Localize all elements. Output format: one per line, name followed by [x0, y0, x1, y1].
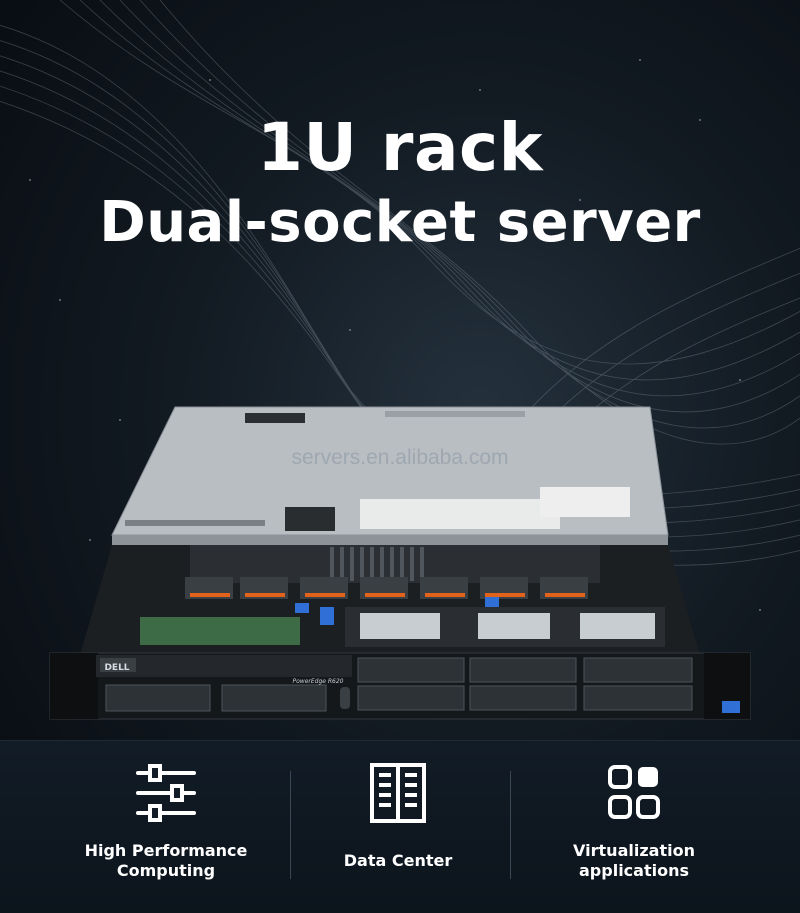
headline-line-2: Dual-socket server [99, 190, 701, 255]
model-badge: PowerEdge R620 [293, 678, 344, 685]
brand-badge: DELL [104, 663, 129, 673]
server-image: DELL PowerEdge R620 [49, 406, 751, 720]
sliders-icon [136, 764, 196, 822]
feature-strip: High Performance Computing Data Center [0, 740, 800, 913]
feature-data-center: Data Center [278, 741, 518, 913]
feature-virtualization: Virtualization applications [514, 741, 754, 913]
feature-high-performance: High Performance Computing [46, 741, 286, 913]
watermark: servers.en.alibaba.com [291, 446, 509, 469]
feature-label: Data Center [343, 851, 453, 870]
app-grid-icon [608, 765, 660, 819]
divider [510, 771, 511, 879]
feature-label: Virtualization applications [573, 841, 695, 880]
divider [290, 771, 291, 879]
feature-label: High Performance Computing [84, 841, 248, 880]
headline-line-1: 1U rack [256, 109, 544, 186]
server-rack-icon [370, 763, 426, 823]
